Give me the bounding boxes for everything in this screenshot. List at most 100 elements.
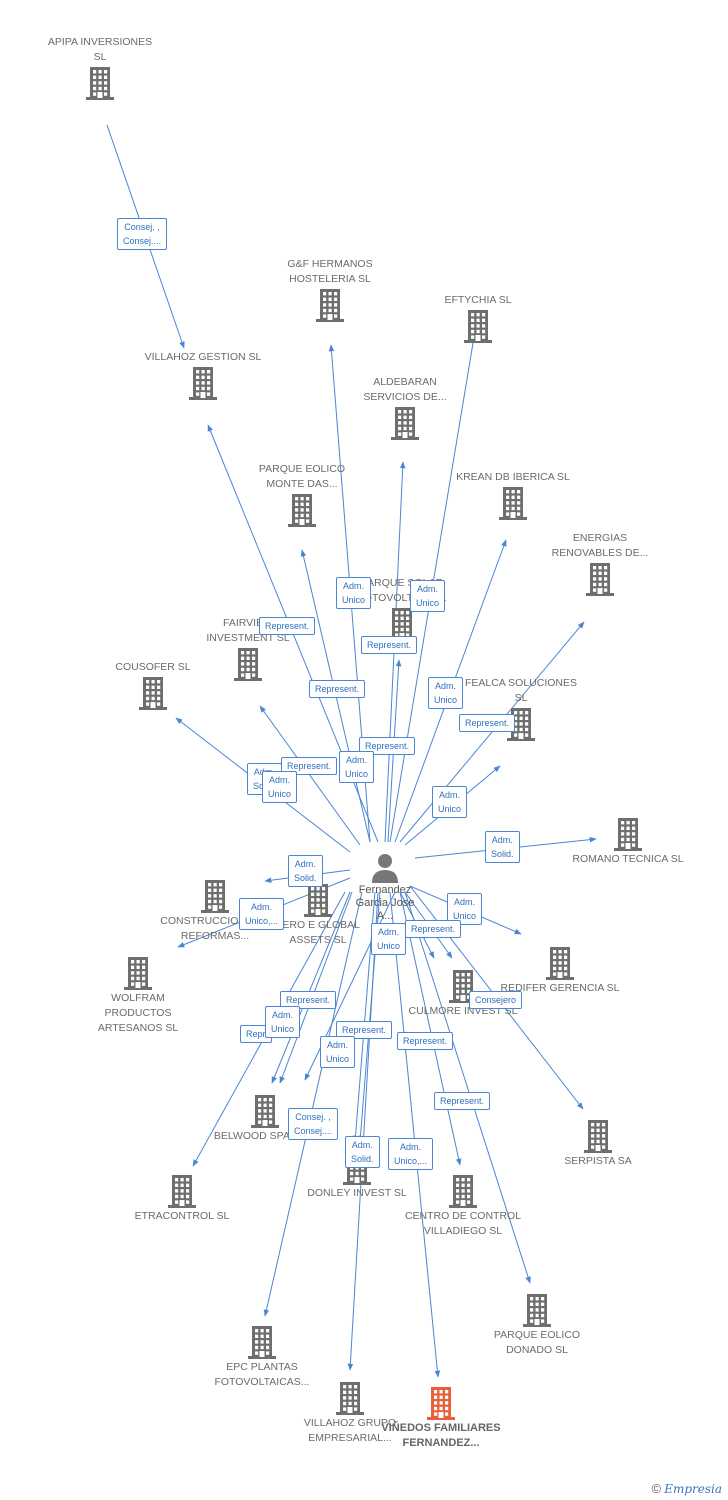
brand-logo[interactable]: Empresia [664, 1482, 722, 1496]
edge-label-l13[interactable]: Adm. Unico [262, 771, 298, 803]
edge-label-line: Adm. [343, 581, 365, 591]
company-name: VILLAHOZ GRUPO EMPRESARIAL... [303, 1417, 397, 1444]
edge-label-l25[interactable]: Represent. [336, 1021, 393, 1039]
company-node-centro[interactable]: CENTRO DE CONTROL VILLADIEGO SL [403, 1173, 523, 1239]
company-name: PARQUE EOLICO MONTE DAS... [258, 463, 346, 490]
company-node-zero[interactable]: ZERO E GLOBAL ASSETS SL [258, 882, 378, 948]
edge-label-l5[interactable]: Represent. [361, 636, 418, 654]
edge-label-line: Consejero [475, 995, 517, 1005]
edge-label-l31[interactable]: Adm.Unico,... [388, 1138, 434, 1170]
company-name: DONLEY INVEST SL [307, 1187, 407, 1199]
building-icon [453, 485, 573, 521]
company-node-vinedos[interactable]: VIÑEDOS FAMILIARES FERNANDEZ... [381, 1385, 501, 1451]
edge-label-line: Solid. [294, 873, 317, 883]
building-icon [538, 1118, 658, 1154]
edge-label-line: Unico [434, 695, 458, 705]
building-icon [568, 816, 688, 852]
company-node-parque-monte[interactable]: PARQUE EOLICO MONTE DAS... [242, 462, 362, 528]
company-name: COUSOFER SL [115, 661, 191, 673]
edge-label-l15[interactable]: Adm.Solid. [485, 831, 520, 863]
company-name: VIÑEDOS FAMILIARES FERNANDEZ... [381, 1422, 501, 1449]
company-node-etracontrol[interactable]: ETRACONTROL SL [122, 1173, 242, 1224]
edge-8 [399, 621, 585, 843]
edge-label-l24[interactable]: Adm.Unico [265, 1006, 301, 1038]
company-node-gf[interactable]: G&F HERMANOS HOSTELERIA SL [270, 257, 390, 323]
company-name: EPC PLANTAS FOTOVOLTAICAS... [214, 1361, 310, 1388]
edge-label-l18[interactable]: Adm.Unico [447, 893, 483, 925]
company-node-eftychia[interactable]: EFTYCHIA SL [418, 293, 538, 344]
edge-label-line: Adm. [272, 1010, 294, 1020]
company-name: FEALCA SOLUCIONES SL [464, 677, 578, 704]
building-icon [540, 561, 660, 597]
edge-label-line: Represent. [367, 640, 412, 650]
company-node-aldebaran[interactable]: ALDEBARAN SERVICIOS DE... [345, 375, 465, 441]
edge-label-line: Represent. [440, 1096, 485, 1106]
company-name: ENERGIAS RENOVABLES DE... [551, 532, 649, 559]
company-node-epc[interactable]: EPC PLANTAS FOTOVOLTAICAS... [202, 1324, 322, 1390]
building-icon [40, 65, 160, 101]
building-icon [403, 1173, 523, 1209]
edge-label-l8[interactable]: Represent. [459, 714, 516, 732]
company-name: PARQUE EOLICO DONADO SL [493, 1329, 581, 1356]
edge-label-l7[interactable]: Adm. Unico [428, 677, 464, 709]
edge-label-l27[interactable]: Represent. [397, 1032, 454, 1050]
building-icon [143, 365, 263, 401]
edge-label-line: Represent. [315, 684, 360, 694]
edge-label-line: Unico [438, 804, 462, 814]
building-icon [258, 882, 378, 918]
company-node-cousofer[interactable]: COUSOFER SL [93, 660, 213, 711]
edge-label-l19[interactable]: Represent. [405, 920, 462, 938]
company-name: VILLAHOZ GESTION SL [144, 351, 262, 363]
company-node-apipa[interactable]: APIPA INVERSIONES SL [40, 35, 160, 101]
edge-label-line: Unico [268, 789, 292, 799]
company-name: REDIFER GERENCIA SL [500, 982, 620, 994]
company-node-parque-donado[interactable]: PARQUE EOLICO DONADO SL [477, 1292, 597, 1358]
company-node-romano[interactable]: ROMANO TECNICA SL [568, 816, 688, 867]
company-node-wolfram[interactable]: WOLFRAM PRODUCTOS ARTESANOS SL [78, 955, 198, 1036]
edge-label-line: Adm. [269, 775, 291, 785]
center-person[interactable]: Fernandez Garcia Jose A... [350, 852, 420, 923]
edge-label-l14[interactable]: Adm. Unico [432, 786, 468, 818]
company-name: KREAN DB IBERICA SL [456, 471, 570, 483]
building-icon [461, 706, 581, 742]
edge-label-l20[interactable]: Adm.Unico [371, 923, 407, 955]
company-node-fealca[interactable]: FEALCA SOLUCIONES SL [461, 676, 581, 742]
company-node-energias[interactable]: ENERGIAS RENOVABLES DE... [540, 531, 660, 597]
edge-label-line: Unico [453, 911, 477, 921]
edge-label-l26[interactable]: Adm.Unico [320, 1036, 356, 1068]
edge-label-l16[interactable]: Adm.Solid. [288, 855, 323, 887]
edge-label-l1[interactable]: Consej. ,Consej.... [117, 218, 168, 250]
edge-label-l30[interactable]: Adm.Solid. [345, 1136, 380, 1168]
edge-label-l9[interactable]: Represent. [359, 737, 416, 755]
edge-label-l21[interactable]: Consejero [469, 991, 523, 1009]
company-node-serpista[interactable]: SERPISTA SA [538, 1118, 658, 1169]
edge-label-line: Represent. [411, 924, 456, 934]
edge-label-l6[interactable]: Represent. [309, 680, 366, 698]
building-icon [477, 1292, 597, 1328]
edge-label-l10[interactable]: Adm.Unico [339, 751, 375, 783]
company-name: EFTYCHIA SL [444, 294, 512, 306]
edge-label-line: Adm. [435, 681, 457, 691]
edge-label-line: Solid. [351, 1154, 374, 1164]
building-icon [270, 287, 390, 323]
company-node-villahoz-grupo[interactable]: VILLAHOZ GRUPO EMPRESARIAL... [290, 1380, 410, 1446]
edge-label-l12[interactable]: Represent. [281, 757, 338, 775]
edge-label-line: Adm. [251, 902, 273, 912]
edge-label-l28[interactable]: Represent. [434, 1092, 491, 1110]
edge-label-l4[interactable]: Represent. [259, 617, 316, 635]
building-icon [290, 1380, 410, 1416]
edge-20 [271, 891, 351, 1084]
edge-label-l2[interactable]: Adm.Unico [336, 577, 372, 609]
building-icon [345, 405, 465, 441]
edge-label-line: Adm. [439, 790, 461, 800]
company-node-redifer[interactable]: REDIFER GERENCIA SL [500, 945, 620, 996]
edge-label-l17[interactable]: Adm.Unico,... [239, 898, 285, 930]
edge-label-l22[interactable]: Represent. [280, 991, 337, 1009]
company-name: ALDEBARAN SERVICIOS DE... [363, 376, 447, 403]
edge-label-l3[interactable]: Adm.Unico [410, 580, 446, 612]
edge-label-line: Repr [246, 1029, 266, 1039]
edge-label-line: Represent. [265, 621, 310, 631]
edge-label-l29[interactable]: Consej. ,Consej.... [288, 1108, 339, 1140]
company-node-krean[interactable]: KREAN DB IBERICA SL [453, 470, 573, 521]
company-node-villahoz-gestion[interactable]: VILLAHOZ GESTION SL [143, 350, 263, 401]
